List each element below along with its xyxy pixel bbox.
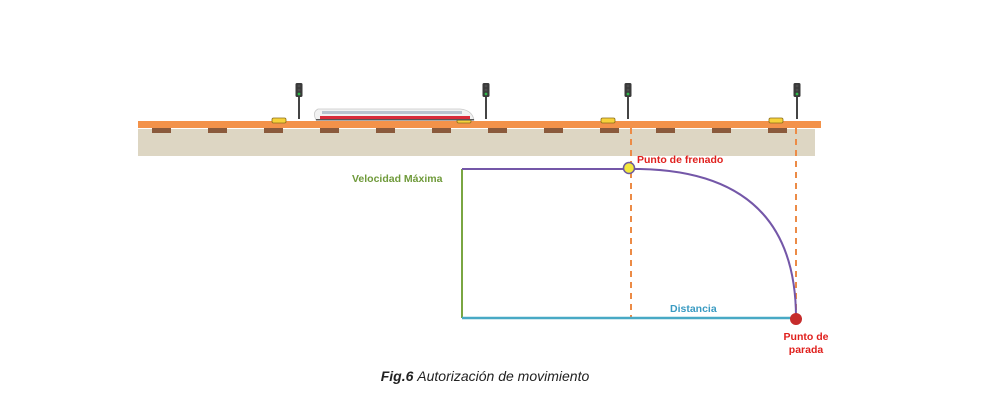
sleeper <box>488 127 507 133</box>
sleeper <box>208 127 227 133</box>
train-icon <box>314 108 475 121</box>
brake-point-marker <box>622 161 636 175</box>
sleeper <box>600 127 619 133</box>
sleeper <box>544 127 563 133</box>
max-speed-label: Velocidad Máxima <box>352 173 443 185</box>
signal-icon <box>295 83 303 119</box>
sleeper <box>768 127 787 133</box>
sleeper <box>152 127 171 133</box>
braking-curve <box>631 168 797 319</box>
signal-icon <box>482 83 490 119</box>
sleeper <box>432 127 451 133</box>
balise-icon <box>768 117 784 124</box>
ballast <box>138 129 815 156</box>
stop-point-label-line2: parada <box>789 344 824 356</box>
sleeper <box>376 127 395 133</box>
sleepers <box>152 127 787 133</box>
figure-caption: Fig.6 Autorización de movimiento <box>0 368 970 384</box>
signal-icon <box>793 83 801 119</box>
sleeper <box>656 127 675 133</box>
stop-point-marker <box>790 313 802 325</box>
balises <box>271 117 784 124</box>
signal-icon <box>624 83 632 119</box>
sleeper <box>320 127 339 133</box>
caption-text: Autorización de movimiento <box>417 368 590 384</box>
sleeper <box>264 127 283 133</box>
caption-fig-number: Fig.6 <box>380 368 414 384</box>
balise-icon <box>271 117 287 124</box>
distance-label: Distancia <box>670 303 717 315</box>
balise-icon <box>600 117 616 124</box>
signals <box>295 83 801 119</box>
brake-point-label: Punto de frenado <box>637 154 723 166</box>
rail <box>138 121 821 128</box>
stop-point-label-line1: Punto de <box>784 331 829 343</box>
sleeper <box>712 127 731 133</box>
